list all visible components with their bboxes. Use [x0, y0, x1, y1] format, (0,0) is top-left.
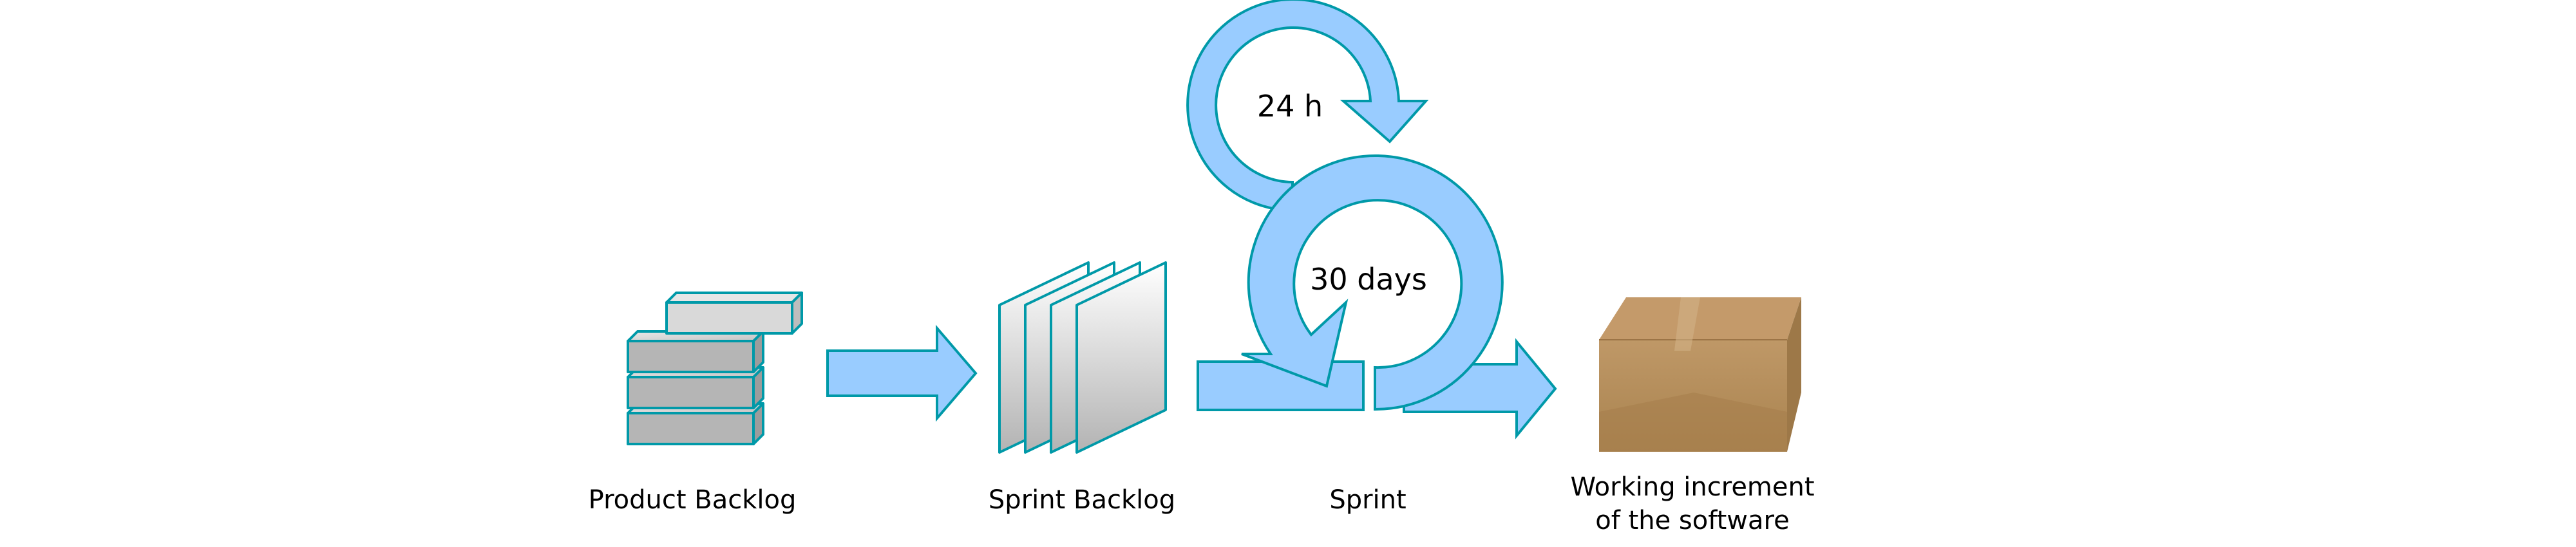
- flow-arrow-1: [826, 324, 978, 422]
- product-backlog-label: Product Backlog: [589, 485, 797, 515]
- backlog-sheet: [1075, 261, 1167, 454]
- sprint-backlog-sheets-icon: [998, 261, 1167, 454]
- sprint-backlog-label: Sprint Backlog: [989, 485, 1175, 515]
- product-backlog-stack-icon: [627, 292, 803, 445]
- software-increment-package-icon: [1599, 297, 1801, 452]
- increment-label-line2: of the software: [1595, 506, 1789, 535]
- backlog-block: [627, 366, 764, 409]
- increment-label-line1: Working increment: [1570, 472, 1814, 502]
- backlog-block: [627, 330, 764, 373]
- sprint-label: Sprint: [1329, 485, 1406, 515]
- backlog-block-top: [665, 292, 803, 335]
- daily-cycle-arrow-icon: [1186, 0, 1429, 212]
- daily-cycle-label: 24 h: [1257, 89, 1323, 124]
- backlog-block: [627, 402, 764, 445]
- sprint-cycle-arrow-icon: [1241, 154, 1504, 411]
- sprint-cycle-label: 30 days: [1310, 262, 1427, 297]
